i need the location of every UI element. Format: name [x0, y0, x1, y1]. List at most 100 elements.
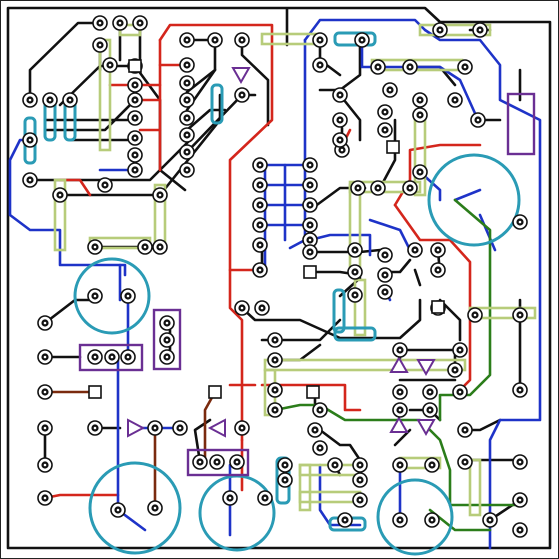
pad-drill [165, 338, 169, 342]
pad-drill [453, 98, 457, 102]
pad-drill [463, 65, 467, 69]
pad-drill [185, 133, 189, 137]
pad-drill [273, 408, 277, 412]
pad-drill [185, 116, 189, 120]
pad-drill [133, 168, 137, 172]
pad-drill [28, 98, 32, 102]
pad-drill [153, 426, 157, 430]
pad-drill [185, 38, 189, 42]
pad-drill [240, 426, 244, 430]
pad-drill [358, 498, 362, 502]
pad-drill [258, 223, 262, 227]
pad-drill [93, 245, 97, 249]
pad-drill [185, 150, 189, 154]
pad-drill [98, 21, 102, 25]
pad-drill [258, 163, 262, 167]
pad-drill [158, 193, 162, 197]
pad-drill [383, 273, 387, 277]
pad-drill [518, 220, 522, 224]
pad-drill [235, 460, 239, 464]
pad-drill [356, 186, 360, 190]
pad-drill [430, 463, 434, 467]
pad-drill [338, 138, 342, 142]
pad-drill [258, 203, 262, 207]
pad-drill [258, 268, 262, 272]
pad-drill [240, 93, 244, 97]
diodes [127, 67, 436, 438]
pad-drill [438, 28, 442, 32]
pad-drill [308, 163, 312, 167]
pad-drill [118, 21, 122, 25]
pad-drill [360, 38, 364, 42]
pad-drill [353, 293, 357, 297]
pad-drill [463, 428, 467, 432]
pad-drill [353, 248, 357, 252]
pad-drill [103, 183, 107, 187]
pad-drill [358, 478, 362, 482]
pad-drill [273, 338, 277, 342]
pad-drill [313, 428, 317, 432]
pad-drill [473, 313, 477, 317]
pad-drill [110, 355, 114, 359]
pad-drill [178, 426, 182, 430]
pad-drill [93, 355, 97, 359]
pad-drill [93, 426, 97, 430]
pad-drill [215, 460, 219, 464]
pad-drill [333, 463, 337, 467]
pad-drill [430, 518, 434, 522]
pad-drill [383, 110, 387, 114]
pad-drill [398, 408, 402, 412]
pad-drill [228, 496, 232, 500]
pad-drill [116, 508, 120, 512]
solder-pads [22, 15, 528, 538]
pad-drill [43, 355, 47, 359]
pad-drill [43, 496, 47, 500]
pad-drill [138, 21, 142, 25]
pad-drill [198, 460, 202, 464]
pad-drill [240, 306, 244, 310]
pad-drill [43, 390, 47, 394]
pad-drill [260, 306, 264, 310]
ic-outlines [78, 92, 536, 477]
pad-drill [283, 478, 287, 482]
capacitor-c5 [376, 478, 454, 556]
pad-drill [43, 321, 47, 325]
capacitor-c3 [88, 461, 182, 555]
pad-drill [126, 355, 130, 359]
pad-drill [98, 43, 102, 47]
pad-drill [418, 170, 422, 174]
pad-drill [383, 128, 387, 132]
pad-drill [165, 321, 169, 325]
pad-drill [308, 238, 312, 242]
pad-drill [240, 38, 244, 42]
pad-drill [318, 408, 322, 412]
pad-drill [43, 463, 47, 467]
pad-drill [383, 290, 387, 294]
pad-drill [358, 463, 362, 467]
pad-drill [488, 518, 492, 522]
pad-drill [398, 390, 402, 394]
pad-drill [436, 248, 440, 252]
pad-drill [48, 98, 52, 102]
pad-drill [388, 88, 392, 92]
pad-drill [308, 203, 312, 207]
pad-drill [383, 253, 387, 257]
pad-drill [436, 268, 440, 272]
pad-drill [143, 245, 147, 249]
pad-drill [133, 98, 137, 102]
pad-drill [133, 153, 137, 157]
pad-drill [340, 148, 344, 152]
pad-drill [283, 463, 287, 467]
pad-drill [338, 93, 342, 97]
pad-drill [185, 63, 189, 67]
pad-drill [213, 38, 217, 42]
pad-drill [308, 250, 312, 254]
pad-drill [418, 113, 422, 117]
pad-drill [518, 388, 522, 392]
capacitor-c2 [427, 153, 521, 247]
pad-drill [43, 426, 47, 430]
pad-drill [338, 118, 342, 122]
pad-drill [258, 183, 262, 187]
pad-drill [518, 528, 522, 532]
pad-drill [413, 248, 417, 252]
